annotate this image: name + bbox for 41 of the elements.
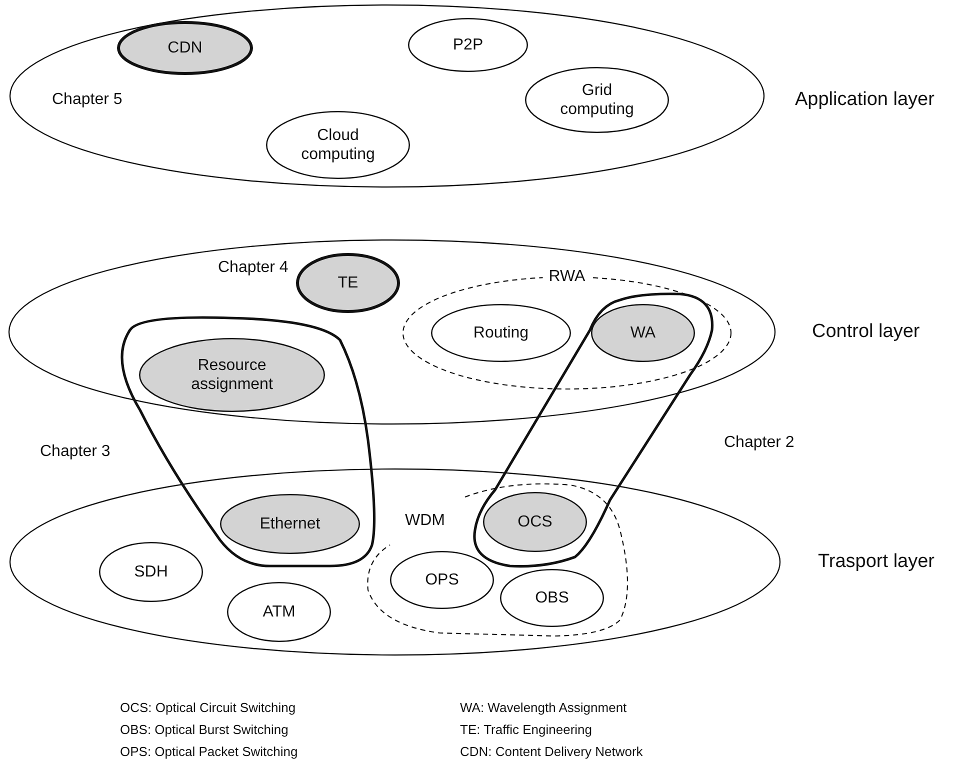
node-label: Resource assignment — [190, 356, 274, 394]
node-label: OPS — [424, 570, 460, 590]
concept-ellipse — [266, 111, 410, 179]
concept-ellipse — [227, 582, 331, 642]
layer-label: Trasport layer — [818, 552, 934, 571]
node-label: Grid computing — [559, 81, 635, 119]
node-label: Cloud computing — [300, 126, 376, 164]
node-label: ATM — [262, 602, 296, 622]
node-label: TE — [336, 274, 360, 292]
concept-ellipse — [431, 304, 571, 362]
chapter-label: Chapter 3 — [40, 442, 110, 461]
concept-ellipse — [139, 338, 325, 412]
concept-ellipse — [117, 21, 253, 75]
concept-ellipse — [390, 551, 494, 609]
node-label: WA — [629, 324, 657, 342]
concept-ellipse — [525, 67, 669, 133]
concept-ellipse — [408, 18, 528, 72]
node-label: CDN — [166, 38, 204, 58]
node-label: Routing — [472, 324, 530, 342]
abbreviation-note: TE: Traffic Engineering — [460, 722, 592, 738]
node-label: SDH — [133, 562, 169, 582]
concept-ellipse — [591, 304, 695, 362]
abbreviation-note: OPS: Optical Packet Switching — [120, 744, 298, 760]
node-label: P2P — [452, 36, 484, 54]
abbreviation-note: WA: Wavelength Assignment — [460, 700, 627, 716]
layer-label: Control layer — [812, 322, 920, 341]
concept-ellipse — [99, 542, 203, 602]
abbreviation-note: OCS: Optical Circuit Switching — [120, 700, 296, 716]
chapter-label: Chapter 2 — [724, 433, 794, 452]
node-label: OCS — [516, 512, 554, 532]
chapter-label: Chapter 5 — [52, 90, 122, 109]
abbreviation-note: CDN: Content Delivery Network — [460, 744, 643, 760]
layer-label: Application layer — [795, 90, 934, 109]
concept-ellipse — [500, 569, 604, 627]
abbreviation-note: OBS: Optical Burst Switching — [120, 722, 288, 738]
node-label: OBS — [534, 588, 570, 608]
concept-ellipse — [296, 253, 400, 313]
concept-ellipse — [220, 494, 360, 554]
chapter-label: Chapter 4 — [218, 258, 288, 277]
concept-ellipse — [483, 492, 587, 552]
node-label: Ethernet — [258, 514, 322, 534]
